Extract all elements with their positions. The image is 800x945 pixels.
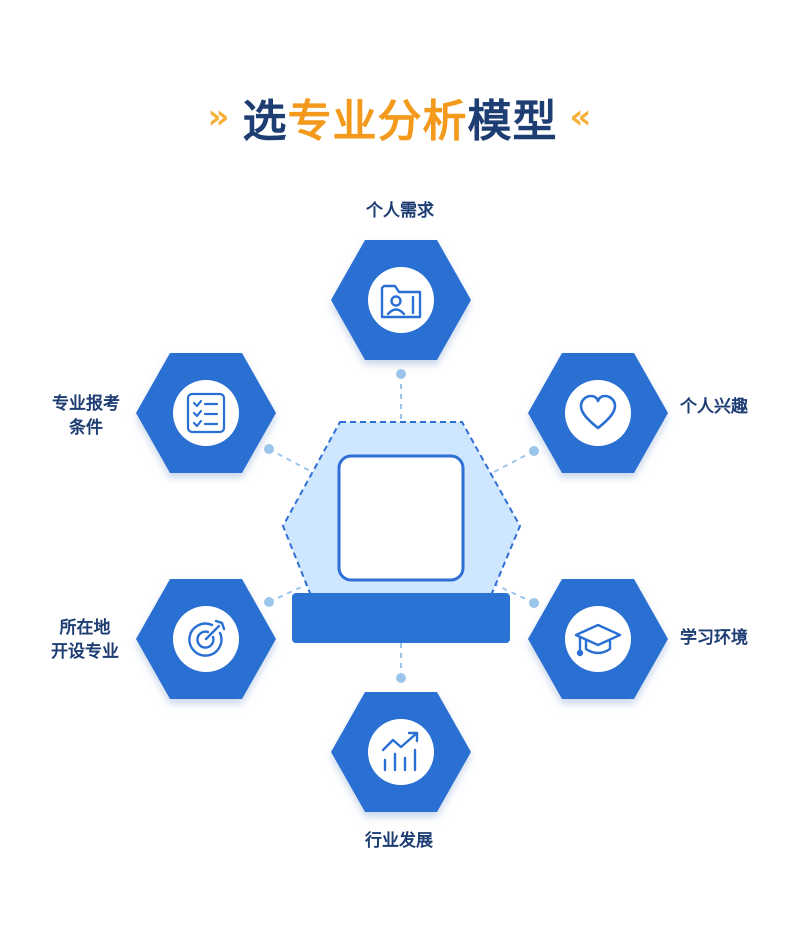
center-screen (337, 454, 465, 582)
connector-lower-left (268, 582, 311, 603)
person-folder-icon (380, 284, 422, 319)
dot-upper-right (529, 446, 539, 456)
dot-top (396, 369, 406, 379)
target-icon (188, 619, 226, 657)
node-learning-environment (528, 579, 668, 699)
title-part-1: 选 (242, 96, 288, 147)
node-industry-development (331, 692, 471, 812)
connector-lower-right (493, 583, 535, 604)
label-learning-environment: 学习环境 (680, 628, 748, 648)
title-part-3: 模型 (467, 96, 558, 147)
dot-lower-left (264, 597, 274, 607)
connector-upper-left (268, 448, 311, 472)
label-local-majors-line-1: 所在地 (59, 618, 111, 638)
dot-upper-left (264, 444, 274, 454)
label-admission-requirements-line-2: 条件 (69, 418, 103, 438)
connectors (268, 374, 535, 678)
heart-icon (579, 394, 617, 430)
label-industry-development: 行业发展 (365, 831, 433, 851)
label-admission-requirements-line-1: 专业报考 (52, 394, 120, 414)
label-admission-requirements: 专业报考 条件 (42, 392, 130, 440)
right-chevron-icon: « (569, 97, 593, 137)
label-local-majors: 所在地 开设专业 (40, 616, 130, 664)
growth-chart-icon (381, 731, 419, 772)
icon-circle (565, 606, 631, 672)
left-chevron-icon: » (207, 97, 231, 137)
center-base (292, 593, 510, 643)
label-personal-interest: 个人兴趣 (680, 397, 748, 417)
node-personal-interest (528, 353, 668, 473)
label-personal-needs: 个人需求 (366, 201, 434, 221)
checklist-icon (186, 392, 226, 434)
dot-lower-right (529, 598, 539, 608)
page-title: » 选 专业分析 模型 « (0, 82, 800, 152)
label-local-majors-line-2: 开设专业 (51, 642, 119, 662)
node-personal-needs (331, 240, 471, 360)
icon-circle (565, 380, 631, 446)
connector-upper-right (493, 450, 535, 473)
icon-circle (368, 719, 434, 785)
graduation-cap-icon (574, 623, 622, 657)
center-node (281, 421, 522, 643)
connector-dots (264, 369, 539, 683)
title-part-2: 专业分析 (287, 96, 468, 147)
dot-bottom (396, 673, 406, 683)
node-local-majors (136, 579, 276, 699)
node-admission-requirements (136, 353, 276, 473)
